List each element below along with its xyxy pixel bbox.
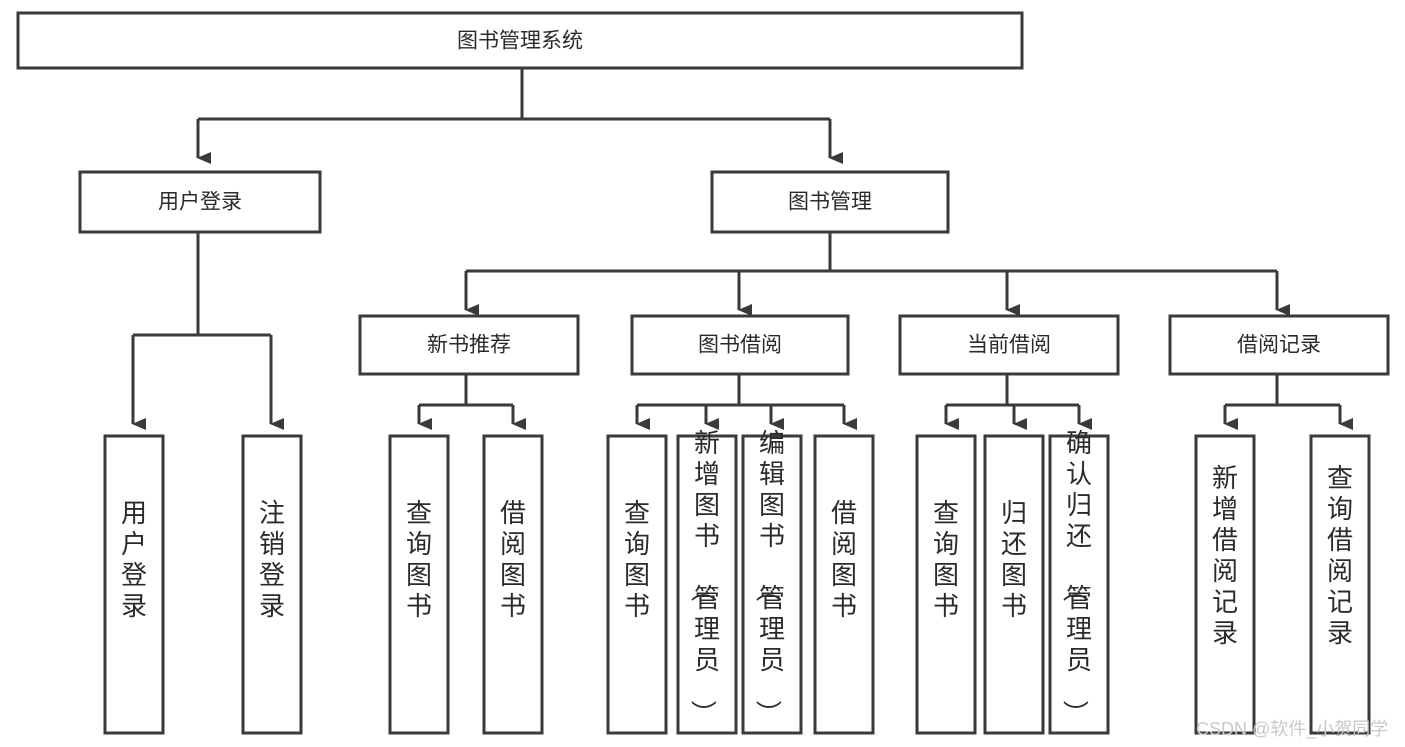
leaf-new-book-0-label: 查询图书 <box>406 498 432 621</box>
node-user-login[interactable]: 用户登录 <box>78 170 322 234</box>
leaf-book-borrow-1[interactable]: 新增图书（管理员） <box>676 428 738 735</box>
leaf-current-borrow-0-box[interactable] <box>915 434 977 735</box>
leaf-borrow-records-1-label: 查询借阅记录 <box>1327 463 1353 648</box>
node-book-management-box[interactable] <box>710 170 950 234</box>
leaf-new-book-1-box[interactable] <box>482 434 544 735</box>
leaf-current-borrow-2-label: 确认归还（管理员） <box>1060 428 1092 726</box>
leaf-borrow-records-0[interactable]: 新增借阅记录 <box>1194 434 1256 735</box>
node-borrow-records[interactable]: 借阅记录 <box>1168 314 1390 376</box>
node-book-borrow[interactable]: 图书借阅 <box>630 314 850 376</box>
leaf-book-borrow-3-box[interactable] <box>813 434 875 735</box>
leaf-book-borrow-2[interactable]: 编辑图书（管理员） <box>741 428 803 735</box>
leaf-user-login-1-box[interactable] <box>241 434 303 735</box>
node-new-book-recommend-box[interactable] <box>358 314 580 376</box>
node-book-borrow-box[interactable] <box>630 314 850 376</box>
leaf-current-borrow-2[interactable]: 确认归还（管理员） <box>1048 428 1110 735</box>
leaf-book-borrow-3[interactable]: 借阅图书 <box>813 434 875 735</box>
leaf-book-borrow-1-label: 新增图书（管理员） <box>688 428 720 726</box>
leaf-current-borrow-1[interactable]: 归还图书 <box>983 434 1045 735</box>
leaf-borrow-records-0-label: 新增借阅记录 <box>1212 463 1238 648</box>
node-book-borrow-label: 图书借阅 <box>698 334 782 357</box>
node-book-management[interactable]: 图书管理 <box>710 170 950 234</box>
node-root-box[interactable] <box>16 11 1024 70</box>
node-new-book-recommend[interactable]: 新书推荐 <box>358 314 580 376</box>
leaf-current-borrow-0[interactable]: 查询图书 <box>915 434 977 735</box>
node-root[interactable]: 图书管理系统 <box>16 11 1024 70</box>
leaf-current-borrow-2-box[interactable] <box>1048 434 1110 735</box>
node-borrow-records-label: 借阅记录 <box>1237 334 1321 357</box>
leaf-current-borrow-1-box[interactable] <box>983 434 1045 735</box>
leaf-book-borrow-1-box[interactable] <box>676 434 738 735</box>
leaf-new-book-1[interactable]: 借阅图书 <box>482 434 544 735</box>
leaf-user-login-1[interactable]: 注销登录 <box>241 434 303 735</box>
node-current-borrow[interactable]: 当前借阅 <box>898 314 1120 376</box>
leaf-new-book-0-box[interactable] <box>388 434 450 735</box>
edge-layer <box>131 68 1353 430</box>
node-new-book-recommend-label: 新书推荐 <box>427 334 511 357</box>
leaf-borrow-records-1-box[interactable] <box>1309 434 1371 735</box>
leaf-book-borrow-0-label: 查询图书 <box>624 498 650 621</box>
leaf-current-borrow-0-label: 查询图书 <box>933 498 959 621</box>
leaf-new-book-1-label: 借阅图书 <box>500 498 526 621</box>
leaf-book-borrow-3-label: 借阅图书 <box>831 498 857 621</box>
node-book-management-label: 图书管理 <box>788 191 872 214</box>
leaf-book-borrow-0-box[interactable] <box>606 434 668 735</box>
leaf-new-book-0[interactable]: 查询图书 <box>388 434 450 735</box>
leaf-current-borrow-1-label: 归还图书 <box>1001 498 1027 621</box>
leaf-user-login-1-label: 注销登录 <box>259 498 285 621</box>
csdn-watermark: CSDN @软件_小贺同学 <box>1196 719 1388 740</box>
leaf-borrow-records-1[interactable]: 查询借阅记录 <box>1309 434 1371 735</box>
leaf-user-login-0[interactable]: 用户登录 <box>103 434 165 735</box>
node-user-login-label: 用户登录 <box>158 191 242 214</box>
leaf-user-login-0-label: 用户登录 <box>121 498 147 621</box>
node-current-borrow-box[interactable] <box>898 314 1120 376</box>
node-user-login-box[interactable] <box>78 170 322 234</box>
leaf-user-login-0-box[interactable] <box>103 434 165 735</box>
leaf-book-borrow-0[interactable]: 查询图书 <box>606 434 668 735</box>
node-current-borrow-label: 当前借阅 <box>967 334 1051 357</box>
node-borrow-records-box[interactable] <box>1168 314 1390 376</box>
node-root-label: 图书管理系统 <box>457 30 583 53</box>
leaf-book-borrow-2-box[interactable] <box>741 434 803 735</box>
leaf-book-borrow-2-label: 编辑图书（管理员） <box>753 428 785 726</box>
leaf-borrow-records-0-box[interactable] <box>1194 434 1256 735</box>
